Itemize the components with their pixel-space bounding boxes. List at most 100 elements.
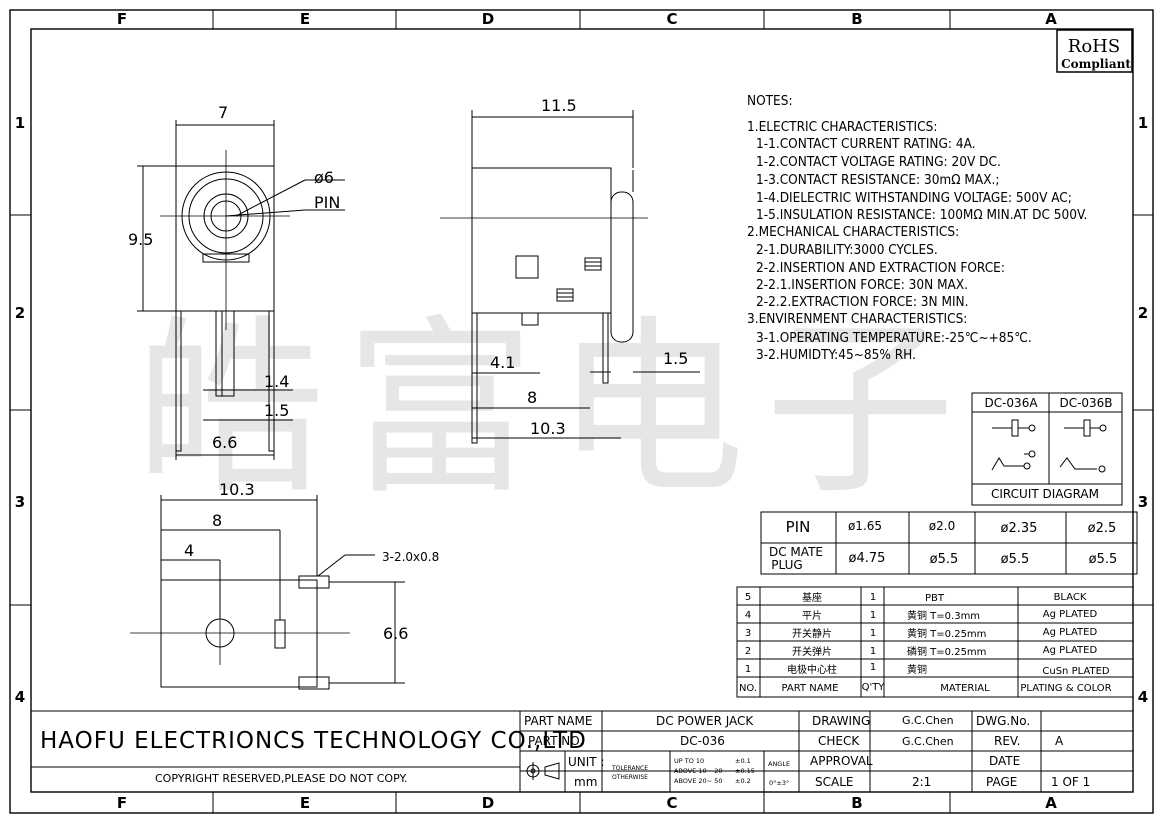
bom-name: 开关弹片 [792,645,832,658]
tol-value-2: ±0.15 [735,767,755,775]
bom-name: 开关静片 [792,627,832,640]
col-label-f: F [117,10,127,28]
bom-header-no: NO. [739,683,757,694]
tol-value-3: ±0.2 [735,777,751,785]
notes-line: 3-1.OPERATING TEMPERATURE:-25℃~+85℃. [756,330,1032,346]
notes-line: 1-5.INSULATION RESISTANCE: 100MΩ MIN.AT … [756,207,1087,223]
tolerance-label: TOLERANCE [611,765,648,772]
title-block [31,710,1133,792]
notes-line: 1-3.CONTACT RESISTANCE: 30mΩ MAX.; [756,172,999,188]
plug-row-label: PLUG [771,558,802,572]
bottom-dim-d2: 8 [212,511,222,530]
bom-material: 黄铜 T=0.25mm [907,627,986,640]
notes-line: 1-4.DIELECTRIC WITHSTANDING VOLTAGE: 500… [756,190,1072,206]
watermark: 皓富电子 [135,299,975,520]
plug-cell: ø4.75 [849,551,886,566]
plug-cell: ø5.5 [1001,552,1030,567]
check-value: G.C.Chen [902,735,954,748]
tol-range-1: UP TO 10 [674,757,704,765]
bottom-dim-height: 6.6 [383,624,408,643]
row-label-1-right: 1 [1138,114,1148,132]
side-dim-d1: 4.1 [490,353,515,372]
notes-line: 2.MECHANICAL CHARACTERISTICS: [747,224,959,240]
col-label-e: E [300,10,310,28]
notes-line: 1-2.CONTACT VOLTAGE RATING: 20V DC. [756,154,1001,170]
rohs-text: RoHS [1068,36,1120,57]
angle-label: ANGLE [768,760,790,768]
compliant-text: Compliant [1061,57,1131,71]
bom-name: 平片 [802,609,822,622]
bom-color: Ag PLATED [1043,609,1098,620]
row-label-4-right: 4 [1138,688,1148,706]
bom-material: 黄铜 T=0.3mm [907,609,980,622]
notes-line: 1.ELECTRIC CHARACTERISTICS: [747,119,937,135]
tol-range-3: ABOVE 20~ 50 [674,777,722,785]
col-label-a: A [1045,10,1057,28]
notes-line: 2-1.DURABILITY:3000 CYCLES. [756,242,938,258]
bom-no: 1 [745,664,751,675]
bottom-dim-d1: 10.3 [219,480,255,499]
rev-value: A [1055,734,1064,748]
notes-title: NOTES: [747,93,793,109]
bottom-dim-d3: 4 [184,541,194,560]
bom-color: CuSn PLATED [1042,666,1110,677]
pin-cell: ø2.5 [1088,521,1117,536]
tol-range-2: ABOVE 10~ 20 [674,767,722,775]
col-label-d: D [482,10,494,28]
tolerance-label-2: OTHERWISE [612,774,648,781]
side-dim-d3: 10.3 [530,419,566,438]
bom-no: 5 [745,592,751,603]
approval-label: APPROVAL [810,754,873,768]
front-pin-label: PIN [314,193,340,212]
side-dim-d2: 8 [527,388,537,407]
notes-line: 2-2.2.EXTRACTION FORCE: 3N MIN. [756,294,968,310]
col-label-b-bottom: B [851,794,862,812]
angle-value: 0°±3° [769,779,789,787]
circuit-col-a: DC-036A [984,396,1038,410]
rohs-badge: RoHS Compliant [1056,29,1133,73]
bottom-hole-note: 3-2.0x0.8 [382,550,439,564]
col-label-d-bottom: D [482,794,494,812]
bom-no: 2 [745,646,751,657]
row-label-2: 2 [15,304,25,322]
unit-label: UNIT : [568,755,605,769]
col-label-e-bottom: E [300,794,310,812]
dwg-no-label: DWG.No. [976,714,1030,728]
col-label-f-bottom: F [117,794,127,812]
part-name-label: PART NAME [524,714,592,728]
plug-row-label: DC MATE [769,545,823,559]
front-view [137,120,345,460]
bom-material: 黄铜 [907,663,927,676]
page-label: PAGE [986,775,1017,789]
circuit-caption: CIRCUIT DIAGRAM [991,487,1099,501]
bom-qty: 1 [870,646,876,657]
notes-line: 3.ENVIRENMENT CHARACTERISTICS: [747,311,967,327]
col-label-a-bottom: A [1045,794,1057,812]
part-no-value: DC-036 [680,734,725,748]
bom-color: Ag PLATED [1043,627,1098,638]
col-label-c-bottom: C [666,794,677,812]
date-label: DATE [989,754,1020,768]
pin-row-label: PIN [786,518,811,536]
front-dim-pin-b: 1.5 [264,401,289,420]
company-name: HAOFU ELECTRIONCS TECHNOLOGY CO.,LTD [40,728,587,754]
pin-cell: ø1.65 [848,519,882,533]
unit-value: mm [574,775,597,789]
drawing-value: G.C.Chen [902,714,954,727]
part-no-label: PART NO. [528,734,583,748]
front-dim-width: 7 [218,103,228,122]
drawing-label: DRAWING [812,714,870,728]
bottom-view [130,495,405,690]
pin-cell: ø2.0 [929,519,955,533]
plug-cell: ø5.5 [930,552,959,567]
col-label-c: C [666,10,677,28]
notes-line: 1-1.CONTACT CURRENT RATING: 4A. [756,136,976,152]
bom-color: Ag PLATED [1043,645,1098,656]
tol-value-1: ±0.1 [735,757,751,765]
plug-cell: ø5.5 [1089,552,1118,567]
bom-header-qty: Q'TY [862,682,886,693]
bom-qty: 1 [870,592,876,603]
part-name-value: DC POWER JACK [656,714,754,728]
bom-name: 电极中心柱 [787,663,837,676]
